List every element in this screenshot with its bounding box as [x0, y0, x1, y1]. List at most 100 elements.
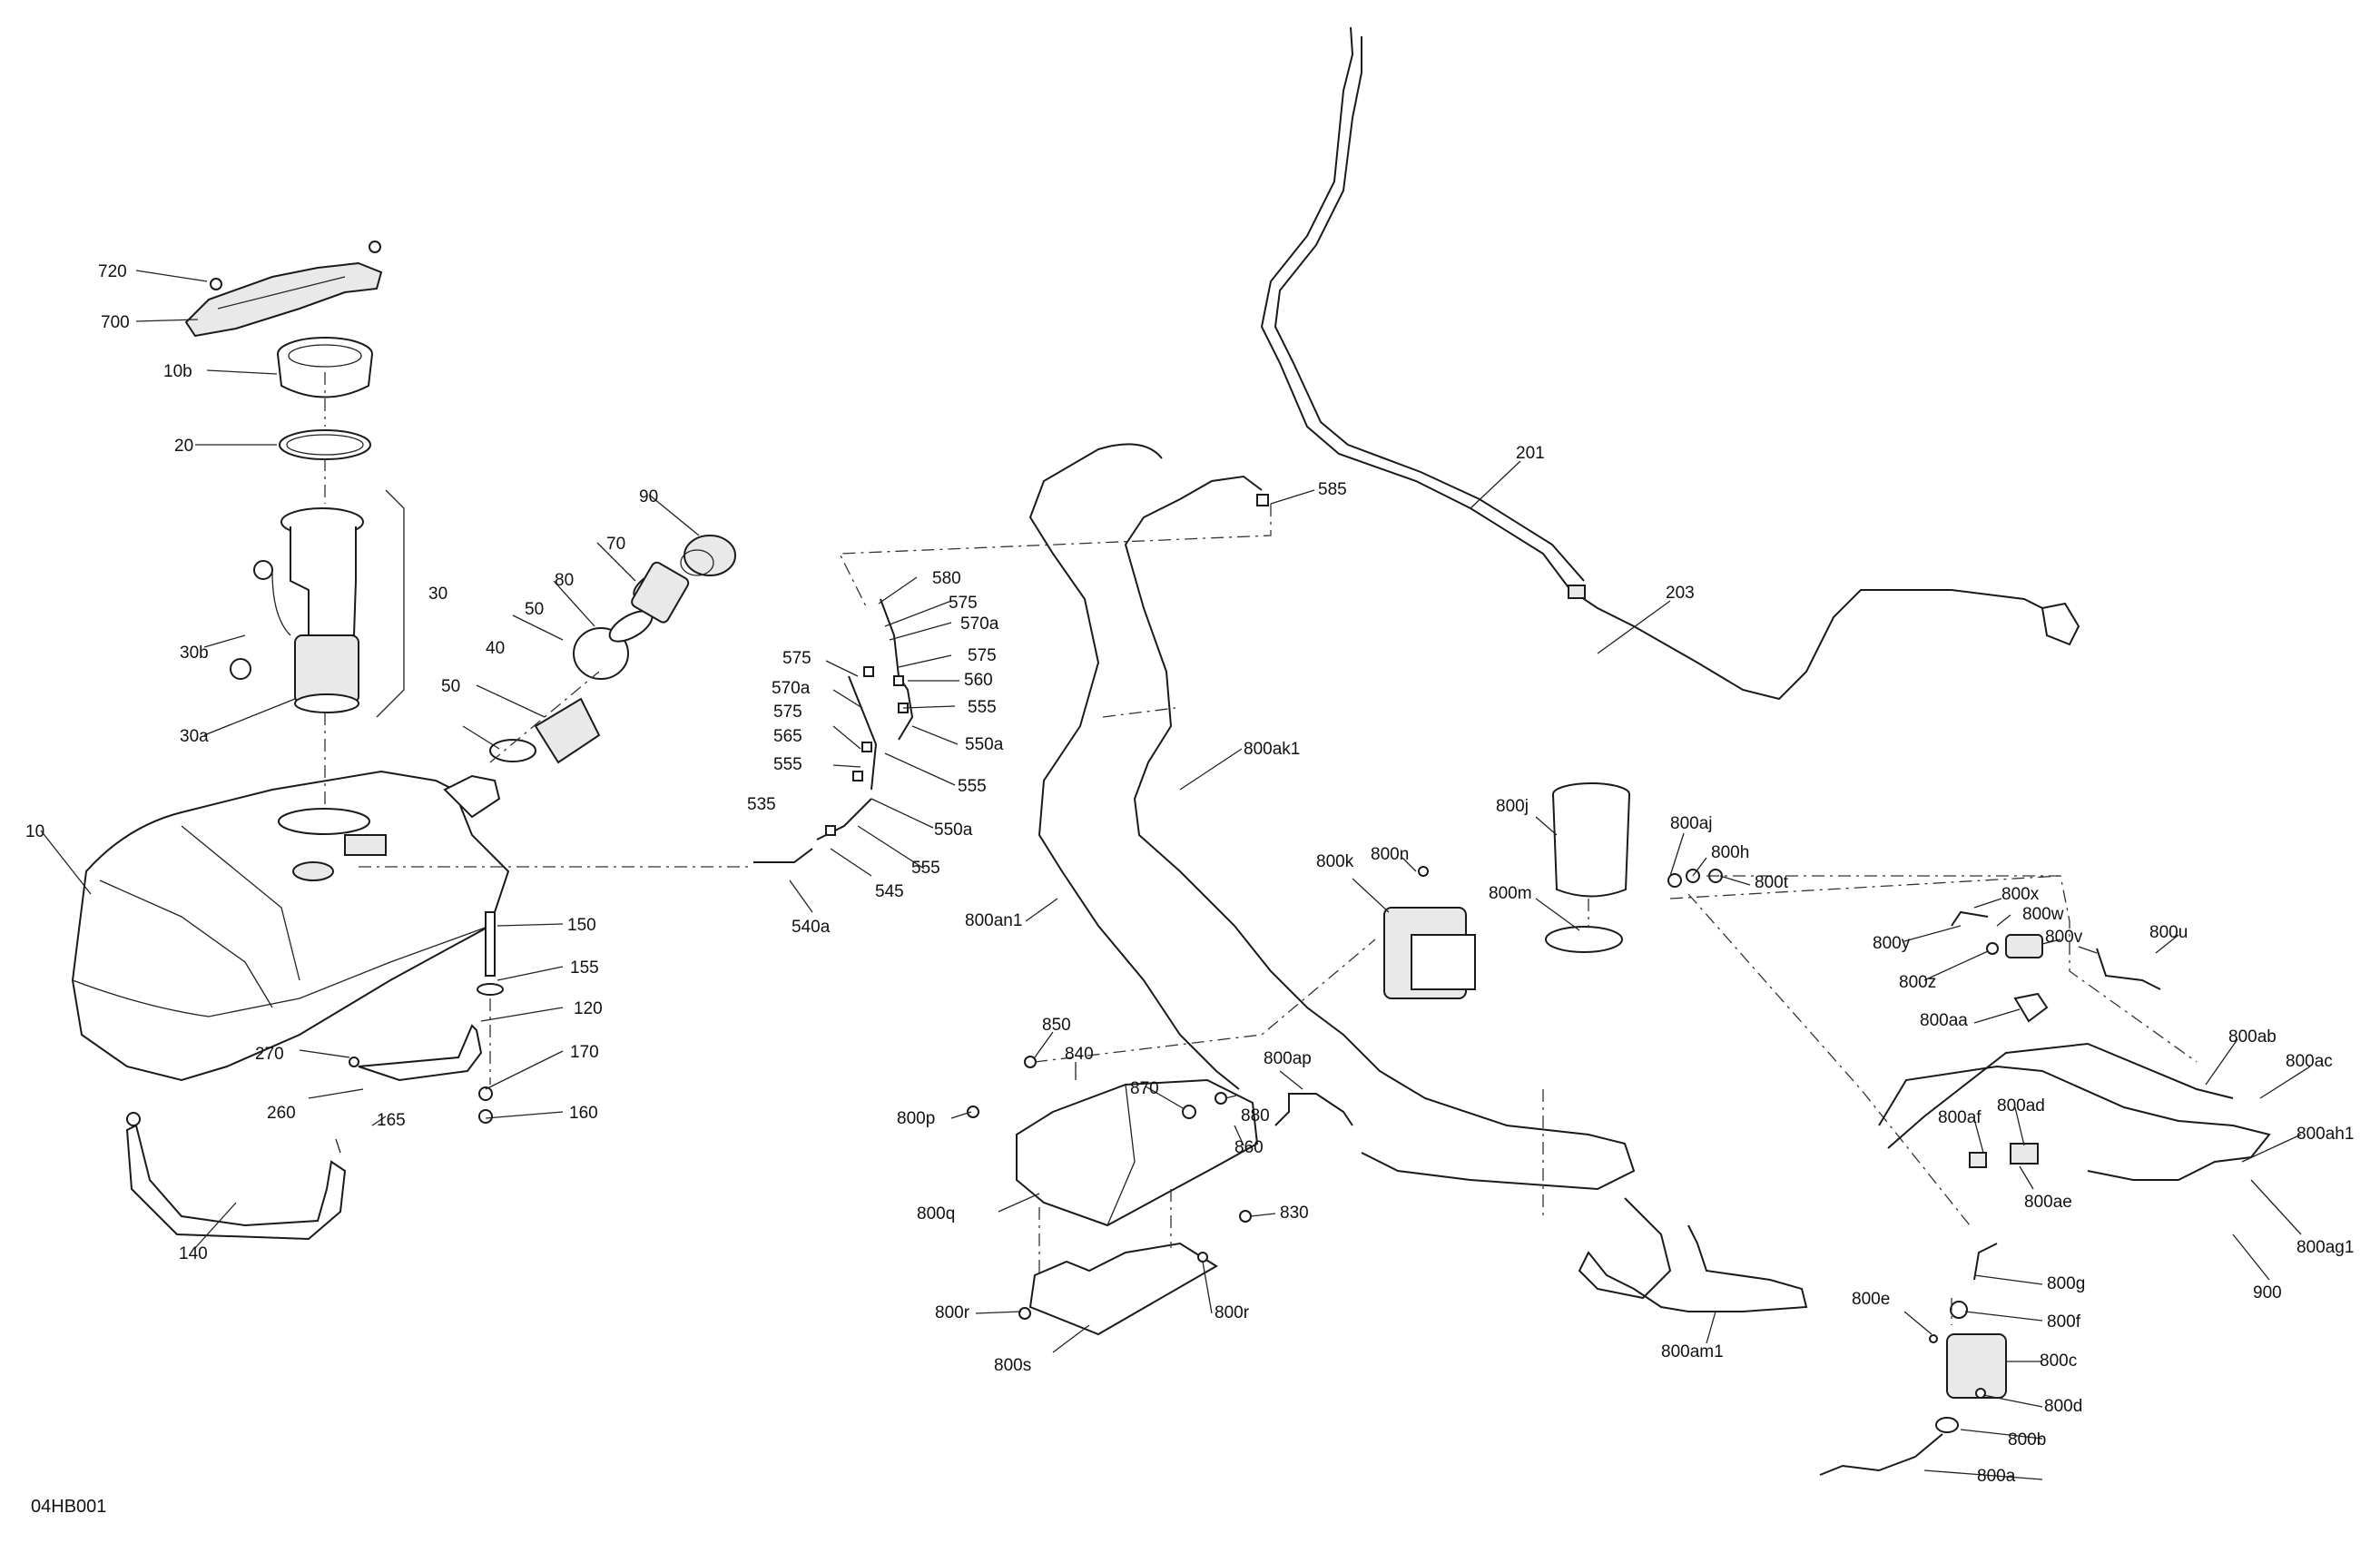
callout-800ak1: 800ak1	[1244, 740, 1300, 759]
callout-800r-right: 800r	[1215, 1303, 1250, 1322]
callout-150: 150	[567, 916, 596, 935]
fuel-tank-part	[71, 770, 510, 1082]
callout-800s: 800s	[994, 1356, 1031, 1375]
callout-800a: 800a	[1977, 1467, 2016, 1486]
callout-555-b: 555	[773, 755, 802, 774]
callout-120: 120	[574, 999, 603, 1018]
callout-155: 155	[570, 958, 599, 978]
callout-800m: 800m	[1489, 884, 1532, 903]
callout-40: 40	[486, 639, 505, 658]
callout-800am1: 800am1	[1661, 1342, 1724, 1361]
callout-570a-a: 570a	[960, 614, 999, 634]
filler-neck-parts	[489, 535, 736, 764]
callout-800f: 800f	[2047, 1312, 2081, 1332]
callout-140: 140	[179, 1244, 208, 1263]
callout-labels: 720 700 10b 20 30 30b 30a 10 90 70 80 50…	[25, 262, 2354, 1517]
callout-550a-b: 550a	[934, 821, 973, 840]
callout-800u: 800u	[2149, 923, 2188, 942]
callout-800ap: 800ap	[1264, 1049, 1312, 1068]
callout-800w: 800w	[2022, 905, 2064, 924]
fuel-line-part	[1260, 26, 2080, 701]
callout-800t: 800t	[1755, 873, 1789, 892]
lock-ring-part	[277, 337, 373, 398]
callout-10b: 10b	[163, 362, 192, 381]
callout-800e: 800e	[1852, 1290, 1890, 1309]
callout-30a: 30a	[180, 727, 209, 746]
diagram-reference: 04HB001	[31, 1497, 106, 1517]
callout-860: 860	[1234, 1138, 1264, 1157]
callout-800h: 800h	[1711, 843, 1749, 862]
callout-540a: 540a	[792, 918, 831, 937]
callout-840: 840	[1065, 1045, 1094, 1064]
callout-800b: 800b	[2008, 1430, 2046, 1450]
callout-560: 560	[964, 671, 993, 690]
callout-800g: 800g	[2047, 1274, 2085, 1293]
callout-800ab: 800ab	[2228, 1027, 2277, 1047]
callout-10: 10	[25, 822, 44, 841]
seal-part	[279, 429, 371, 460]
callout-575-a: 575	[949, 594, 978, 613]
callout-800q: 800q	[917, 1204, 955, 1224]
callout-800an1: 800an1	[965, 911, 1022, 930]
callout-203: 203	[1666, 584, 1695, 603]
callout-170: 170	[570, 1043, 599, 1062]
callout-575-c: 575	[968, 646, 997, 665]
callout-260: 260	[267, 1104, 296, 1123]
callout-545: 545	[875, 882, 904, 901]
callout-880: 880	[1241, 1106, 1270, 1125]
bottom-hose-part	[1542, 1089, 1808, 1312]
callout-580: 580	[932, 569, 961, 588]
callout-575-d: 575	[773, 703, 802, 722]
callout-800ae: 800ae	[2024, 1193, 2072, 1212]
callout-800r-left: 800r	[935, 1303, 970, 1322]
callout-800y: 800y	[1873, 934, 1911, 953]
callout-535: 535	[747, 795, 776, 814]
callout-575-b: 575	[782, 649, 811, 668]
mounting-bracket-part	[967, 939, 1376, 1336]
callout-201: 201	[1516, 444, 1545, 463]
right-side-parts	[1667, 869, 2271, 1476]
tank-strap-parts	[125, 911, 504, 1241]
callout-800x: 800x	[2001, 885, 2040, 904]
callout-800aa: 800aa	[1920, 1011, 1968, 1030]
callout-555-a: 555	[968, 698, 997, 717]
callout-50a: 50	[525, 600, 544, 619]
tank-bracket-part	[184, 241, 383, 338]
callout-20: 20	[174, 437, 193, 456]
canister-part	[1545, 782, 1630, 953]
callout-800ad: 800ad	[1997, 1096, 2045, 1115]
callout-830: 830	[1280, 1204, 1309, 1223]
fuel-pump-part	[230, 507, 364, 713]
callout-800c: 800c	[2040, 1351, 2077, 1371]
valve-block-part	[1383, 866, 1476, 999]
callout-800af: 800af	[1938, 1108, 1982, 1127]
callout-555-c: 555	[958, 777, 987, 796]
callout-165: 165	[377, 1111, 406, 1130]
callout-800ah1: 800ah1	[2296, 1125, 2354, 1144]
callout-30b: 30b	[180, 644, 209, 663]
callout-800z: 800z	[1899, 973, 1936, 992]
callout-270: 270	[255, 1045, 284, 1064]
callout-555-d: 555	[911, 859, 940, 878]
callout-900: 900	[2253, 1283, 2282, 1302]
callout-800d: 800d	[2044, 1397, 2082, 1416]
callout-565: 565	[773, 727, 802, 746]
callout-90: 90	[639, 487, 658, 506]
callout-870: 870	[1130, 1079, 1159, 1098]
callout-800p: 800p	[897, 1109, 935, 1128]
callout-800j: 800j	[1496, 797, 1529, 816]
callout-570a-b: 570a	[772, 679, 811, 698]
callout-550a-a: 550a	[965, 735, 1004, 754]
long-hoses-part	[1028, 443, 1636, 1191]
callout-800ag1: 800ag1	[2296, 1238, 2354, 1257]
callout-160: 160	[569, 1104, 598, 1123]
callout-50b: 50	[441, 677, 460, 696]
callout-800k: 800k	[1316, 852, 1354, 871]
callout-700: 700	[101, 313, 130, 332]
callout-585: 585	[1318, 480, 1347, 499]
callout-800v: 800v	[2045, 928, 2083, 947]
leader-lines	[40, 270, 2311, 1480]
callout-80: 80	[555, 571, 574, 590]
callout-30: 30	[428, 585, 447, 604]
